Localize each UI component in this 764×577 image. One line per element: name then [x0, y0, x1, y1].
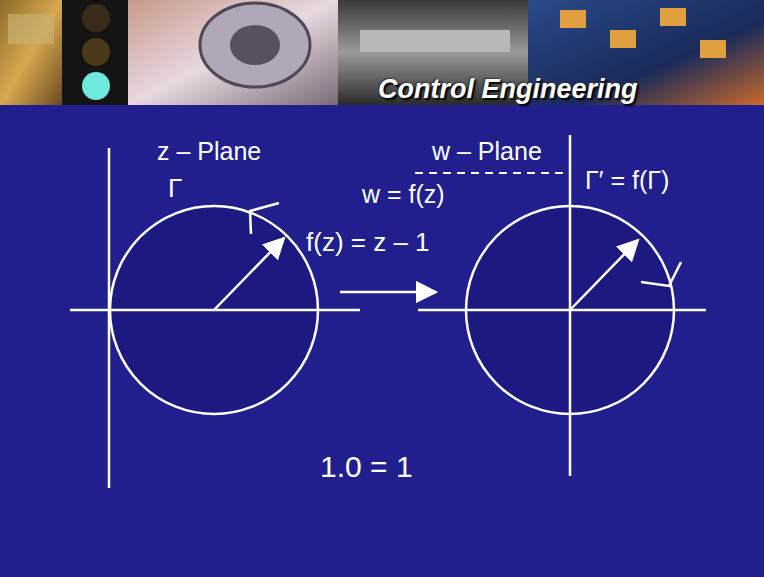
mapping-label: w = f(z)	[362, 180, 445, 209]
banner-title: Control Engineering	[378, 74, 638, 105]
mapping-arrow	[340, 291, 436, 294]
banner-photo	[0, 0, 62, 105]
real-axis	[418, 309, 706, 312]
banner-photo	[8, 14, 54, 44]
photo-banner	[0, 0, 764, 105]
radius-arrow	[570, 240, 638, 310]
dashed-rule	[415, 172, 570, 174]
circuit-photo	[700, 40, 726, 58]
traffic-lamp	[82, 4, 110, 32]
plane-label: w – Plane	[432, 137, 542, 166]
circuit-photo	[610, 30, 636, 48]
w-plane	[415, 135, 706, 476]
banner-photo	[128, 0, 338, 105]
contour-label: Γ′ = f(Γ)	[585, 166, 669, 195]
function-label: f(z) = z – 1	[306, 228, 430, 258]
contour-label: Γ	[168, 174, 182, 204]
traffic-lamp	[82, 38, 110, 66]
direction-mark	[641, 262, 681, 286]
radius-arrow	[214, 238, 284, 310]
imag-axis	[569, 135, 572, 476]
lens-photo	[200, 3, 310, 87]
circuit-photo	[660, 8, 686, 26]
traffic-light	[62, 0, 128, 105]
machine-photo	[360, 30, 510, 52]
note-label: 1.0 = 1	[320, 450, 413, 485]
banner-ground	[0, 0, 764, 105]
z-plane	[70, 148, 360, 488]
imag-axis	[108, 148, 111, 488]
direction-mark	[250, 203, 279, 234]
plane-label: z – Plane	[157, 137, 261, 166]
lens-photo	[230, 25, 280, 65]
circuit-photo	[560, 10, 586, 28]
traffic-lamp	[82, 72, 110, 100]
